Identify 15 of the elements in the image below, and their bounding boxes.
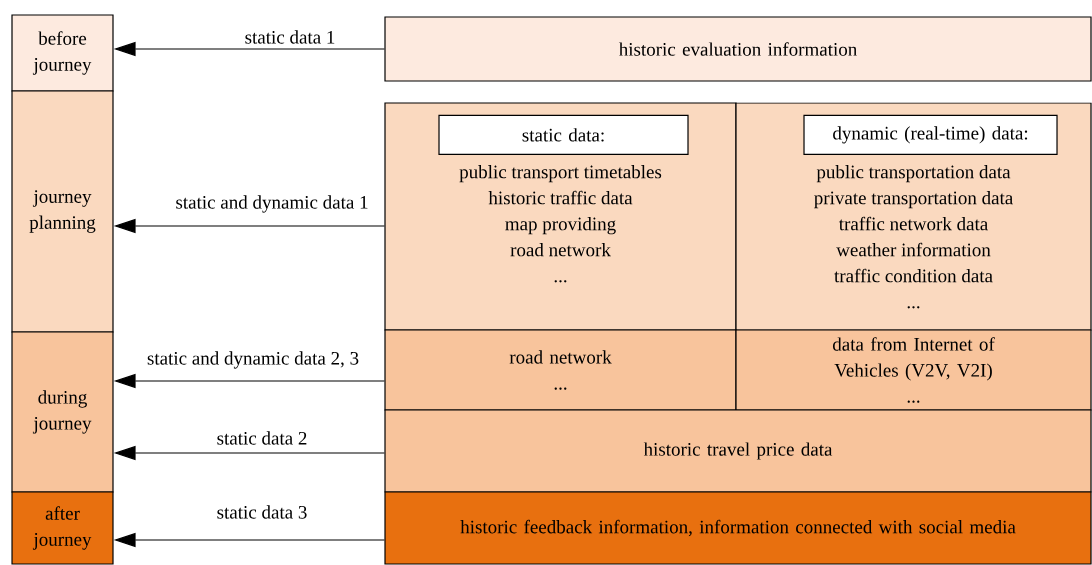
- phase-box: before journey: [11, 14, 114, 92]
- edge-label: static data 2: [217, 431, 307, 445]
- data-box: historic evaluation information: [384, 16, 1092, 82]
- data-box: historic feedback information, information connected with social media: [384, 491, 1092, 565]
- header-box: dynamic (real-time) data:: [803, 114, 1058, 155]
- edge-label: static data 1: [245, 30, 335, 44]
- edge-label: static and dynamic data 2, 3: [147, 351, 359, 369]
- data-box: data from Internet of Vehicles (V2V, V2I) ...: [735, 329, 1092, 411]
- edge-label: static and dynamic data 1: [176, 195, 368, 213]
- data-box: road network ...: [384, 329, 737, 411]
- phase-box: during journey: [11, 331, 114, 493]
- header-box: static data:: [438, 114, 689, 155]
- edge-label: static data 3: [217, 505, 307, 519]
- phase-box: after journey: [11, 491, 114, 565]
- phase-box: journey planning: [11, 90, 114, 333]
